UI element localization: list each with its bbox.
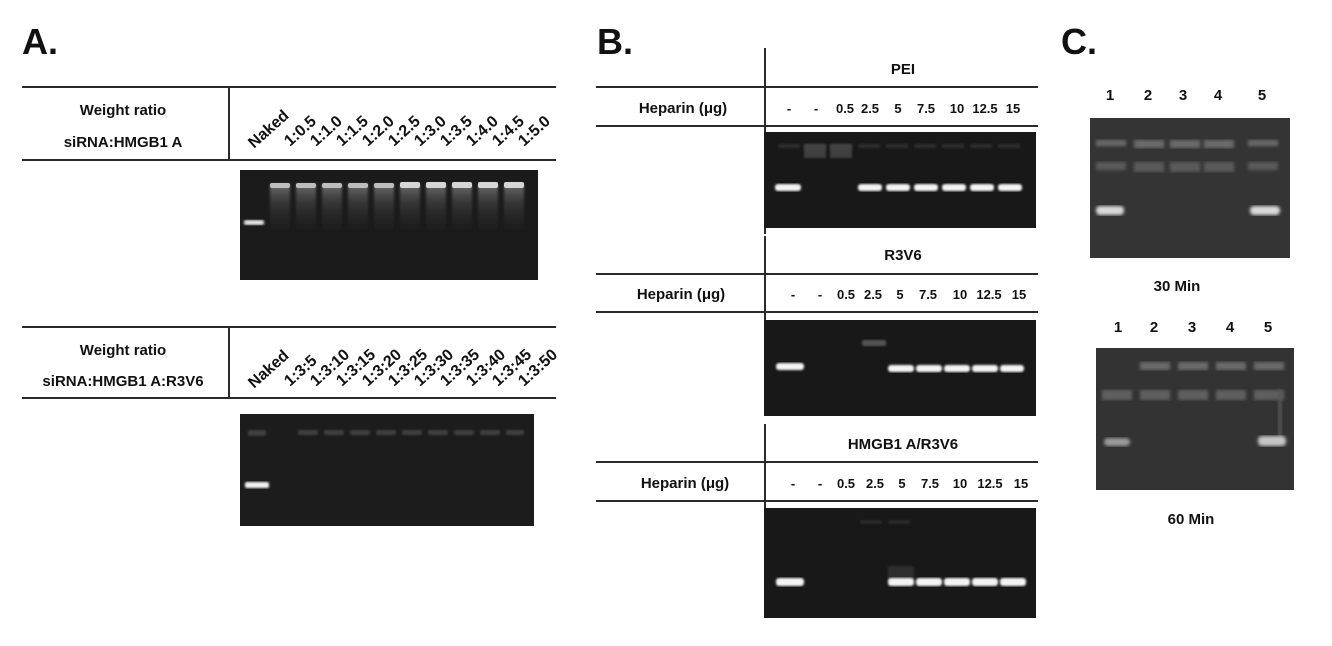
- lane-label: 5: [898, 476, 906, 491]
- panel-c-letter: C.: [1061, 21, 1097, 62]
- lane-label: 4: [1213, 87, 1223, 104]
- lane-label: 0.5: [836, 287, 856, 302]
- panel-b-section-2-line-top: [596, 273, 1038, 275]
- panel-a-top-divider: [228, 86, 230, 160]
- panel-b-section-2-row-label: Heparin (μg): [636, 286, 726, 303]
- lane-label: 12.5: [977, 476, 1003, 491]
- panel-b-section-2-gel-image: [764, 320, 1036, 416]
- lane-label: Naked: [245, 107, 293, 152]
- lane-label: 2.5: [863, 287, 883, 302]
- lane-label: Naked: [245, 347, 293, 392]
- lane-label: 15: [1013, 476, 1029, 491]
- panel-b-section-1-line-top: [596, 86, 1038, 88]
- panel-a-top-row-title-2: siRNA:HMGB1 A: [63, 134, 183, 151]
- panel-b-section-1-gel-image: [764, 132, 1036, 228]
- panel-a-bottom-divider: [228, 326, 230, 398]
- lane-label: 2: [1149, 319, 1159, 336]
- panel-b-section-2-line-bottom: [596, 311, 1038, 313]
- lane-label: 15: [1005, 101, 1021, 116]
- lane-label: 12.5: [976, 287, 1002, 302]
- lane-label: 2.5: [860, 101, 880, 116]
- lane-label: 3: [1178, 87, 1188, 104]
- panel-c-gel-2-caption: 60 Min: [1167, 511, 1215, 528]
- lane-label: -: [817, 476, 823, 491]
- lane-label: 15: [1011, 287, 1027, 302]
- lane-label: -: [790, 476, 796, 491]
- lane-label: 5: [894, 101, 902, 116]
- panel-b-section-3-gel-image: [764, 508, 1036, 618]
- panel-b-section-3-line-bottom: [596, 500, 1038, 502]
- lane-label: 7.5: [920, 476, 940, 491]
- panel-a-bottom-row-title-2: siRNA:HMGB1 A:R3V6: [42, 373, 204, 390]
- panel-c-gel-2-image: [1096, 348, 1294, 490]
- lane-label: 1: [1113, 319, 1123, 336]
- panel-b-letter: B.: [597, 21, 633, 62]
- lane-label: -: [813, 101, 819, 116]
- lane-label: 5: [1257, 87, 1267, 104]
- panel-a-top-row-title-1: Weight ratio: [79, 102, 167, 119]
- panel-b-section-3-row-label: Heparin (μg): [640, 475, 730, 492]
- panel-c-gel-1-caption: 30 Min: [1153, 278, 1201, 295]
- panel-a-bottom-header-line: [22, 326, 556, 328]
- lane-label: 10: [952, 476, 968, 491]
- panel-a-bottom-row-title-1: Weight ratio: [79, 342, 167, 359]
- lane-label: 5: [896, 287, 904, 302]
- lane-label: -: [817, 287, 823, 302]
- lane-label: 3: [1187, 319, 1197, 336]
- lane-label: 2.5: [865, 476, 885, 491]
- panel-a-letter: A.: [22, 21, 58, 62]
- panel-a-top-header-line-bottom: [22, 159, 556, 161]
- lane-label: 0.5: [835, 101, 855, 116]
- lane-label: 1: [1105, 87, 1115, 104]
- panel-b-section-3-line-top: [596, 461, 1038, 463]
- lane-label: 7.5: [916, 101, 936, 116]
- lane-label: 12.5: [972, 101, 998, 116]
- panel-a-top-header-line: [22, 86, 556, 88]
- lane-label: 5: [1263, 319, 1273, 336]
- panel-b-section-2-title: R3V6: [884, 247, 922, 264]
- panel-b-section-1-line-bottom: [596, 125, 1038, 127]
- lane-label: 4: [1225, 319, 1235, 336]
- panel-a-bottom-gel-image: [240, 414, 534, 526]
- panel-b-section-1-row-label: Heparin (μg): [638, 100, 728, 117]
- lane-label: 10: [952, 287, 968, 302]
- lane-label: 7.5: [918, 287, 938, 302]
- panel-c-gel-1-image: [1090, 118, 1290, 258]
- lane-label: -: [790, 287, 796, 302]
- lane-label: 10: [949, 101, 965, 116]
- panel-a-bottom-header-line-bottom: [22, 397, 556, 399]
- panel-b-section-3-title: HMGB1 A/R3V6: [847, 436, 959, 453]
- panel-b-section-1-title: PEI: [890, 61, 916, 78]
- panel-a-top-gel-image: [240, 170, 538, 280]
- lane-label: 2: [1143, 87, 1153, 104]
- lane-label: 0.5: [836, 476, 856, 491]
- lane-label: -: [786, 101, 792, 116]
